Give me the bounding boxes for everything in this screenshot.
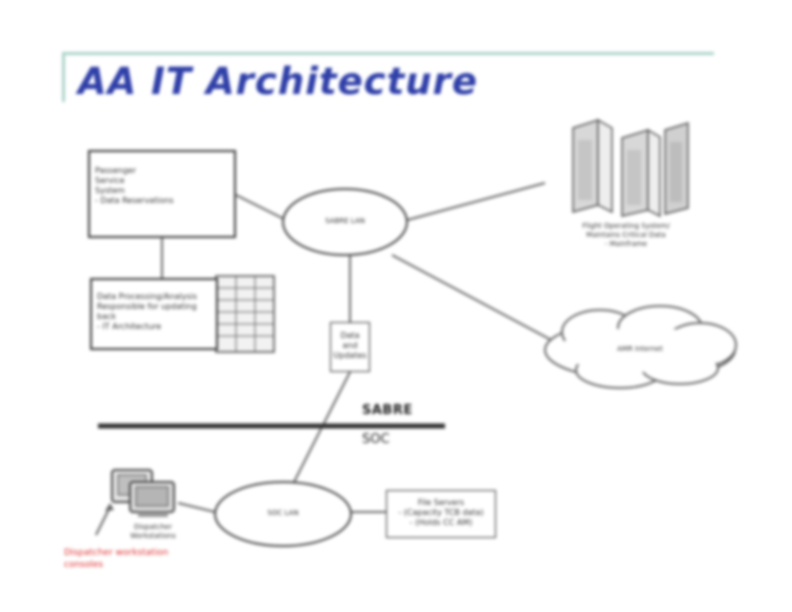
soc-zone-label: SOC <box>362 432 390 447</box>
sabre-lan-label: SABRE LAN <box>325 217 365 225</box>
workstation-line-2: Workstations <box>130 532 176 540</box>
slide-title: AA IT Architecture <box>78 60 478 103</box>
second-line-2: Responsible for updating <box>97 302 197 311</box>
fileservers-line-2: - (Capacity TCB data) <box>398 508 484 517</box>
title-rule-left <box>62 52 65 102</box>
internet-cloud-fill <box>557 328 733 372</box>
sabre-lan-node <box>282 188 408 256</box>
link-pss-sabre <box>235 194 291 223</box>
pss-line-1: Passenger <box>95 166 136 175</box>
router-line-2: and <box>342 341 358 350</box>
mainframe-line-2: Maintains Critical Data <box>586 231 666 239</box>
link-sabre-internet <box>391 254 556 343</box>
mainframe-icon <box>572 118 689 218</box>
workstation-caption: Dispatcher Workstations <box>118 523 188 541</box>
link-note-workstation <box>95 506 111 536</box>
grid-panel <box>215 275 275 353</box>
link-router-soc <box>289 371 351 491</box>
soc-lan-label: SOC LAN <box>267 509 299 517</box>
pss-line-4: - Data Reservations <box>95 196 174 205</box>
title-rule-top <box>62 52 714 55</box>
note-line-2: consoles <box>64 560 104 570</box>
mainframe-caption: Flight Operating System/ Maintains Criti… <box>556 222 696 249</box>
second-line-3: back <box>97 312 117 321</box>
soc-lan-node <box>214 481 352 547</box>
pss-line-2: Service <box>95 176 125 185</box>
dispatcher-note: Dispatcher workstation consoles <box>64 547 168 571</box>
workstation-icon <box>111 469 175 517</box>
pss-line-3: System <box>95 186 125 195</box>
note-line-1: Dispatcher workstation <box>64 548 169 558</box>
passenger-service-system-box: Passenger Service System - Data Reservat… <box>88 150 236 238</box>
fileservers-line-3: - (Holds CC AM) <box>409 518 473 527</box>
file-servers-box: File Servers - (Capacity TCB data) - (Ho… <box>386 490 496 538</box>
mainframe-line-1: Flight Operating System/ <box>582 222 670 230</box>
router-line-3: Updates <box>333 351 367 360</box>
sabre-zone-label: SABRE <box>362 403 413 418</box>
arrowhead-note <box>105 503 114 511</box>
link-workstation-soc <box>177 502 216 513</box>
workstation-line-1: Dispatcher <box>134 523 172 531</box>
link-sabre-mainframe <box>399 182 546 223</box>
internet-label: AMR Internet <box>617 345 663 353</box>
fileservers-line-1: File Servers <box>417 498 465 507</box>
router-box: Data and Updates <box>330 322 370 372</box>
router-line-1: Data <box>340 331 360 340</box>
second-line-1: Data Processing/Analysis <box>97 292 198 301</box>
data-processing-box: Data Processing/Analysis Responsible for… <box>90 278 218 350</box>
mainframe-line-3: - Mainframe <box>604 240 648 248</box>
second-line-4: - IT Architecture <box>97 322 162 331</box>
